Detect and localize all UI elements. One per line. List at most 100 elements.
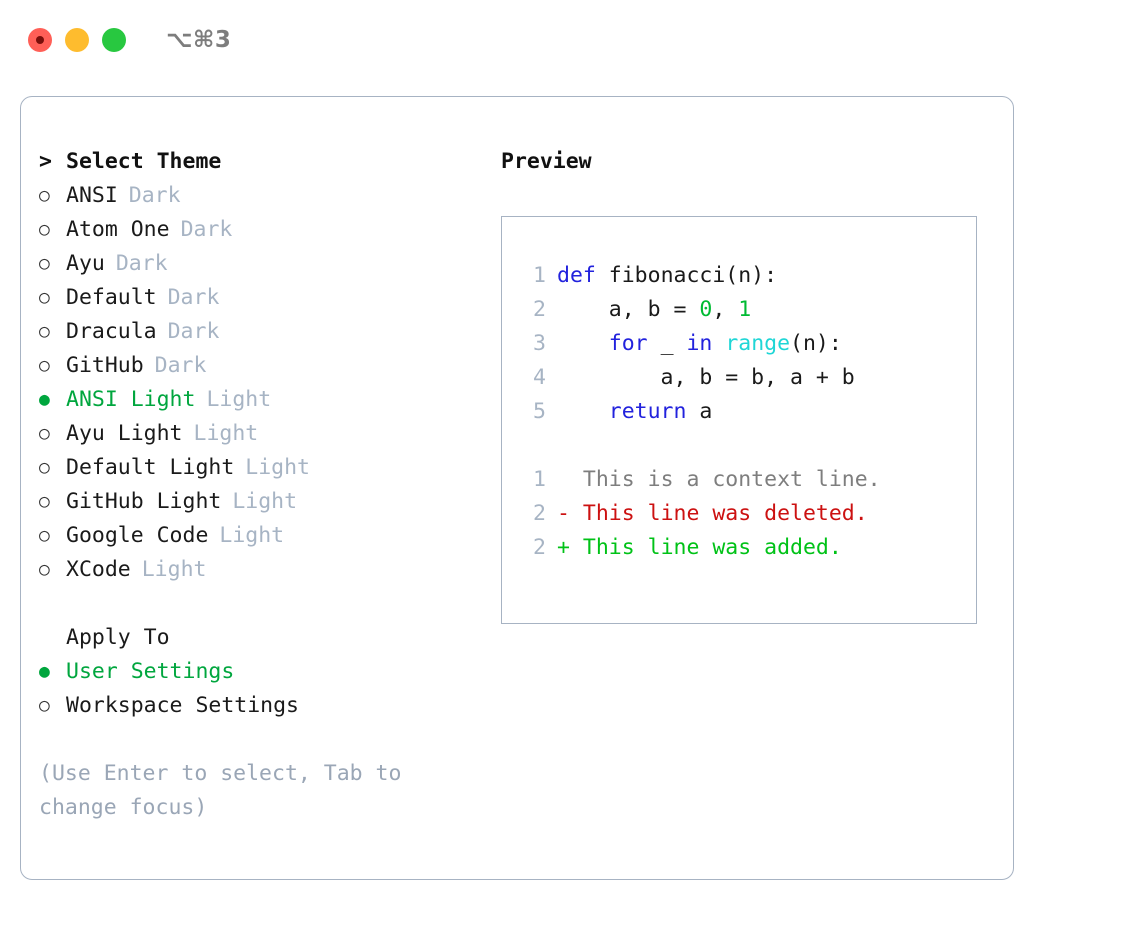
- theme-name-label: Atom One: [66, 217, 170, 242]
- diff-text: [570, 497, 583, 531]
- apply-to-option-workspace-settings[interactable]: ○ Workspace Settings: [39, 689, 489, 723]
- theme-variant-label: Light: [232, 489, 298, 514]
- theme-variant-label: Dark: [154, 353, 207, 378]
- line-number: 1: [533, 467, 546, 492]
- theme-item-ayu-dark[interactable]: ○ Ayu Dark: [39, 247, 489, 281]
- traffic-lights: [28, 28, 126, 52]
- theme-variant-label: Dark: [180, 217, 233, 242]
- code-line: 5 return a: [520, 395, 976, 429]
- code-line: 4 a, b = b, a + b: [520, 361, 976, 395]
- code-token: return: [608, 399, 687, 424]
- theme-name-label: ANSI Light: [66, 387, 196, 412]
- theme-name-label: Default Light: [66, 455, 235, 480]
- line-number: 5: [533, 399, 546, 424]
- window-titlebar: ⌥⌘3: [0, 0, 1140, 80]
- radio-unselected-icon[interactable]: ○: [39, 457, 50, 478]
- theme-name-label: Ayu Light: [66, 421, 183, 446]
- theme-variant-label: Light: [206, 387, 272, 412]
- theme-item-github-dark[interactable]: ○ GitHub Dark: [39, 349, 489, 383]
- maximize-button[interactable]: [102, 28, 126, 52]
- theme-variant-label: Light: [245, 455, 311, 480]
- diff-line-added: 2 + This line was added.: [520, 531, 976, 565]
- list-spacer: [39, 587, 489, 621]
- code-token: 0: [699, 297, 713, 322]
- apply-to-heading: Apply To: [39, 621, 489, 655]
- theme-picker: > Select Theme ○ ANSI Dark ○ Atom One Da…: [39, 145, 489, 723]
- theme-name-label: XCode: [66, 557, 131, 582]
- theme-name-label: GitHub Light: [66, 489, 222, 514]
- theme-variant-label: Dark: [128, 183, 181, 208]
- theme-item-dracula-dark[interactable]: ○ Dracula Dark: [39, 315, 489, 349]
- radio-unselected-icon[interactable]: ○: [39, 559, 50, 580]
- theme-item-google-code[interactable]: ○ Google Code Light: [39, 519, 489, 553]
- diff-marker: [557, 463, 570, 497]
- preview-title: Preview: [501, 149, 592, 174]
- diff-text: [570, 463, 583, 497]
- diff-marker: +: [557, 535, 570, 560]
- code-token: for: [608, 331, 648, 356]
- line-number: 2: [533, 501, 546, 526]
- code-token: [557, 327, 609, 361]
- line-number: 1: [533, 263, 546, 288]
- diff-text: This line was added.: [582, 535, 842, 560]
- diff-line-deleted: 2 - This line was deleted.: [520, 497, 976, 531]
- theme-item-xcode[interactable]: ○ XCode Light: [39, 553, 489, 587]
- theme-name-label: Google Code: [66, 523, 209, 548]
- code-blank-line: [520, 429, 976, 463]
- diff-line-context: 1 This is a context line.: [520, 463, 976, 497]
- caret-icon: >: [39, 149, 52, 174]
- theme-variant-label: Dark: [115, 251, 168, 276]
- code-token: range: [725, 331, 791, 356]
- theme-item-ayu-light[interactable]: ○ Ayu Light Light: [39, 417, 489, 451]
- apply-to-option-label: Workspace Settings: [66, 693, 299, 718]
- theme-name-label: Dracula: [66, 319, 157, 344]
- theme-item-ansi-dark[interactable]: ○ ANSI Dark: [39, 179, 489, 213]
- minimize-button[interactable]: [65, 28, 89, 52]
- line-number: 2: [533, 535, 546, 560]
- theme-name-label: Ayu: [66, 251, 105, 276]
- apply-to-option-user-settings[interactable]: ● User Settings: [39, 655, 489, 689]
- radio-selected-icon[interactable]: ●: [39, 661, 50, 682]
- code-token: _: [647, 331, 687, 356]
- close-button[interactable]: [28, 28, 52, 52]
- apply-to-option-label: User Settings: [66, 659, 235, 684]
- radio-unselected-icon[interactable]: ○: [39, 355, 50, 376]
- theme-item-default-light[interactable]: ○ Default Light Light: [39, 451, 489, 485]
- code-token: fibonacci(n):: [595, 263, 778, 288]
- theme-item-github-light[interactable]: ○ GitHub Light Light: [39, 485, 489, 519]
- select-theme-heading-label: Select Theme: [66, 149, 222, 174]
- radio-selected-icon[interactable]: ●: [39, 389, 50, 410]
- theme-variant-label: Light: [193, 421, 259, 446]
- radio-unselected-icon[interactable]: ○: [39, 219, 50, 240]
- preview-panel: 1 def fibonacci(n): 2 a, b = 0, 1 3 for …: [501, 216, 977, 624]
- radio-unselected-icon[interactable]: ○: [39, 253, 50, 274]
- keyboard-shortcut-label: ⌥⌘3: [166, 27, 232, 53]
- line-number: 2: [533, 297, 546, 322]
- radio-unselected-icon[interactable]: ○: [39, 423, 50, 444]
- apply-to-heading-label: Apply To: [66, 625, 170, 650]
- theme-item-atom-one-dark[interactable]: ○ Atom One Dark: [39, 213, 489, 247]
- radio-unselected-icon[interactable]: ○: [39, 287, 50, 308]
- theme-variant-label: Light: [141, 557, 207, 582]
- code-token: a: [686, 399, 713, 424]
- theme-name-label: GitHub: [66, 353, 144, 378]
- theme-variant-label: Dark: [167, 319, 220, 344]
- theme-name-label: Default: [66, 285, 157, 310]
- keyboard-hint-text: (Use Enter to select, Tab to change focu…: [39, 761, 415, 820]
- code-token: [712, 327, 725, 361]
- diff-text: [570, 531, 583, 565]
- radio-unselected-icon[interactable]: ○: [39, 525, 50, 546]
- code-line: 2 a, b = 0, 1: [520, 293, 976, 327]
- theme-item-ansi-light[interactable]: ● ANSI Light Light: [39, 383, 489, 417]
- theme-name-label: ANSI: [66, 183, 118, 208]
- radio-unselected-icon[interactable]: ○: [39, 695, 50, 716]
- diff-text: This is a context line.: [582, 467, 881, 492]
- radio-unselected-icon[interactable]: ○: [39, 185, 50, 206]
- diff-marker: -: [557, 501, 570, 526]
- theme-item-default-dark[interactable]: ○ Default Dark: [39, 281, 489, 315]
- radio-unselected-icon[interactable]: ○: [39, 491, 50, 512]
- code-token: def: [557, 263, 596, 288]
- radio-unselected-icon[interactable]: ○: [39, 321, 50, 342]
- code-line: 3 for _ in range(n):: [520, 327, 976, 361]
